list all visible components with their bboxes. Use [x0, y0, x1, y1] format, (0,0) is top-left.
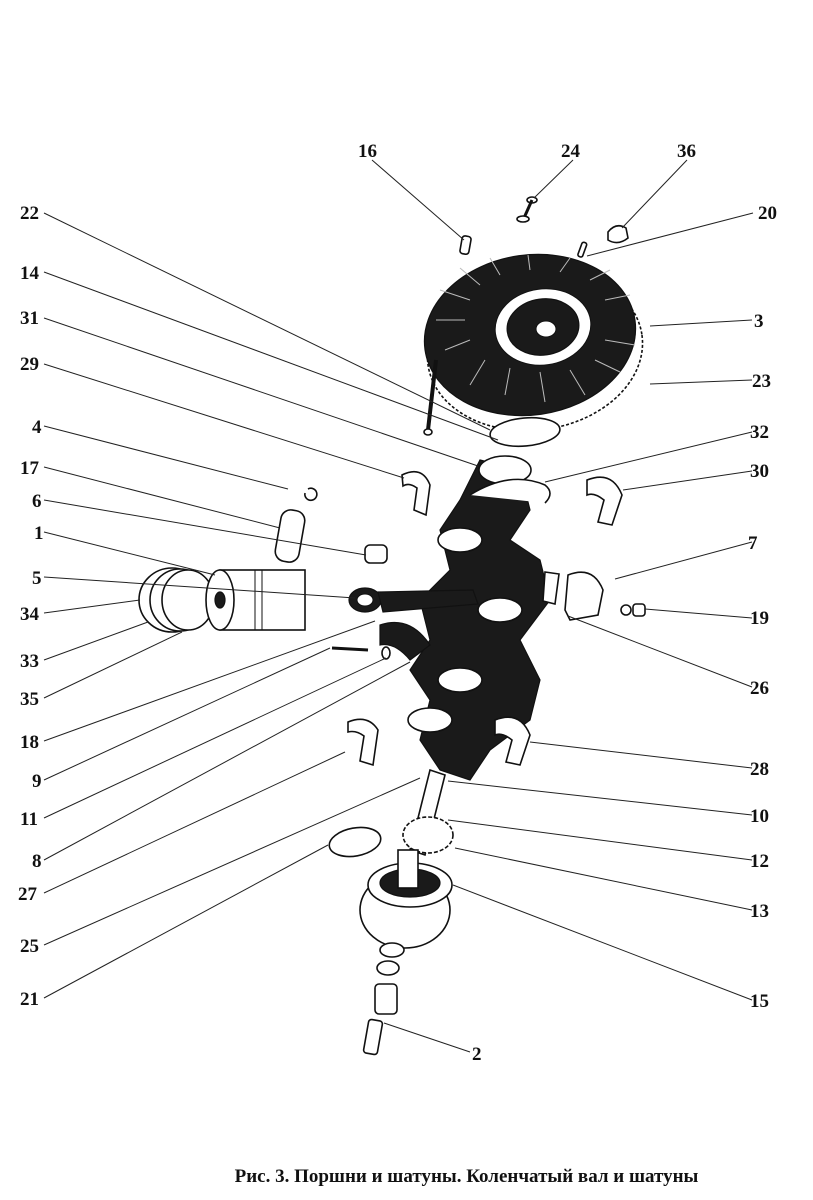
lock-washer [381, 646, 391, 660]
callout-33: 33 [20, 651, 39, 672]
callout-9: 9 [32, 771, 42, 792]
callout-29: 29 [20, 354, 39, 375]
callout-27: 27 [18, 884, 38, 905]
nut-19 [632, 603, 646, 617]
washer-19 [620, 604, 632, 616]
callout-22: 22 [20, 203, 39, 224]
callout-8: 8 [32, 851, 42, 872]
callout-17: 17 [20, 458, 40, 479]
callout-28: 28 [750, 759, 769, 780]
callout-26: 26 [750, 678, 769, 699]
leader-lines [43, 159, 754, 1053]
callout-4: 4 [32, 417, 42, 438]
ring-washer-a [379, 942, 405, 958]
washer-21 [328, 826, 382, 858]
bearing-shell-29 [401, 470, 431, 517]
figure-caption: Рис. 3. Поршни и шатуны. Коленчатый вал … [234, 1166, 699, 1187]
piston-rings [138, 567, 215, 633]
callout-21: 21 [20, 989, 39, 1010]
bearing-shell-27 [347, 718, 379, 767]
bolt-14 [423, 359, 438, 436]
thrust-ring-32 [469, 478, 551, 504]
bolt-2 [362, 1018, 384, 1056]
bearing-shell-28 [494, 716, 531, 766]
callout-34: 34 [20, 604, 40, 625]
callout-15: 15 [750, 991, 769, 1012]
nut-36 [607, 224, 629, 244]
piston-pin [274, 509, 306, 563]
bearing-shell-30 [586, 476, 623, 526]
callout-19: 19 [750, 608, 769, 629]
callout-32: 32 [750, 422, 769, 443]
circlip [304, 487, 318, 502]
flywheel [423, 253, 644, 432]
callout-31: 31 [20, 308, 39, 329]
callout-5: 5 [32, 568, 42, 589]
callout-20: 20 [758, 203, 777, 224]
callout-24: 24 [561, 141, 581, 162]
callout-16: 16 [358, 141, 377, 162]
callout-30: 30 [750, 461, 769, 482]
rod-bolt [331, 646, 369, 652]
callout-23: 23 [752, 371, 771, 392]
crankshaft [407, 455, 551, 857]
bearing-shell-26 [542, 571, 560, 605]
bolt-24 [516, 196, 538, 223]
callout-35: 35 [20, 689, 39, 710]
callout-2: 2 [472, 1044, 482, 1065]
ring-washer-b [376, 960, 400, 976]
callout-36: 36 [677, 141, 696, 162]
timing-gear [402, 816, 454, 854]
piston [205, 569, 306, 631]
flywheel-housing-ring [489, 416, 561, 448]
connecting-rod [348, 587, 479, 613]
dowel-16 [459, 235, 472, 256]
callout-13: 13 [750, 901, 769, 922]
callout-14: 14 [20, 263, 40, 284]
callout-25: 25 [20, 936, 39, 957]
callout-3: 3 [754, 311, 764, 332]
callout-12: 12 [750, 851, 769, 872]
callout-10: 10 [750, 806, 769, 827]
spacer-sleeve [374, 983, 398, 1015]
callout-1: 1 [34, 523, 44, 544]
bushing-6 [364, 544, 388, 564]
pulley [359, 849, 453, 949]
callout-7: 7 [748, 533, 758, 554]
callout-11: 11 [20, 809, 38, 830]
rod-cap [379, 621, 431, 661]
callout-6: 6 [32, 491, 42, 512]
callout-labels: 16 24 36 20 22 3 14 23 31 29 32 4 30 17 … [18, 141, 777, 1065]
pin-20 [577, 241, 588, 258]
callout-18: 18 [20, 732, 39, 753]
main-bearing-cap-7 [564, 571, 604, 621]
